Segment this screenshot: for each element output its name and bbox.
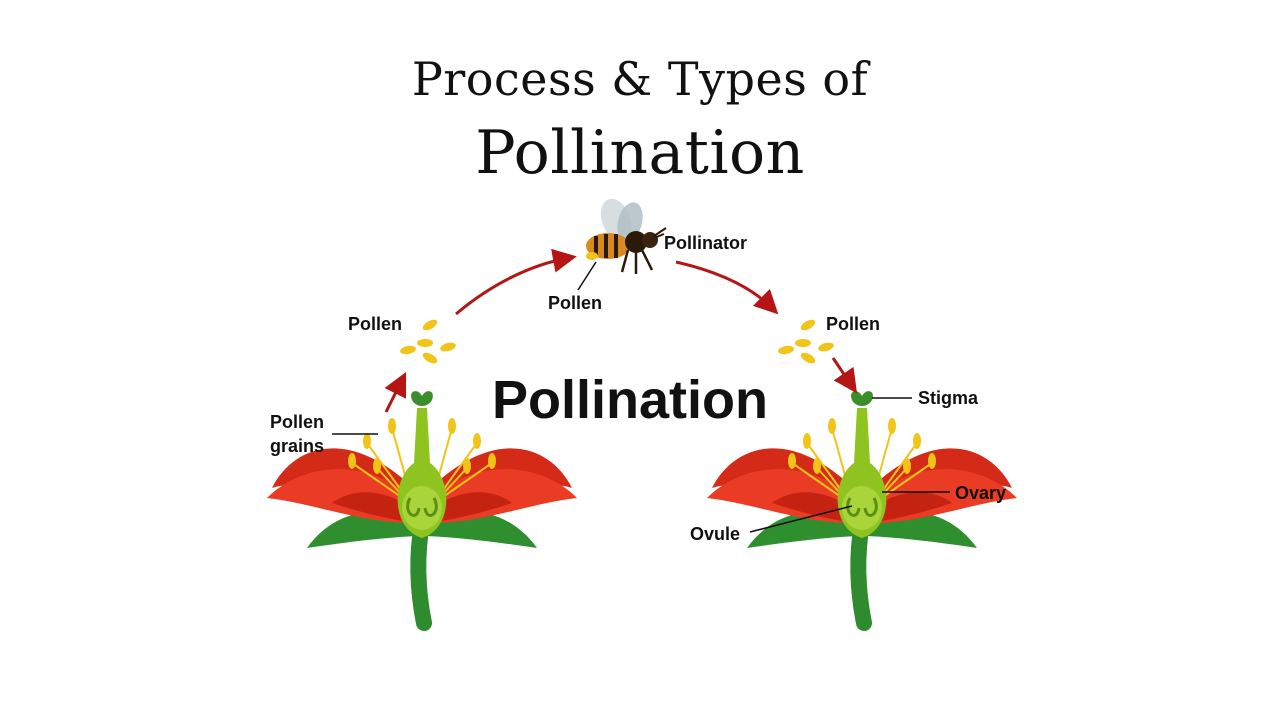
pollen-bee-leader	[577, 261, 597, 291]
label-pollen-bee: Pollen	[548, 293, 602, 313]
label-ovule: Ovule	[690, 524, 740, 544]
label-pollinator: Pollinator	[664, 233, 747, 253]
label-pollen-left: Pollen	[348, 314, 402, 334]
arrow-up-left	[384, 371, 407, 413]
center-label: Pollination	[492, 370, 768, 430]
label-pollen-right: Pollen	[826, 314, 880, 334]
label-pollen-grains-2: grains	[270, 436, 324, 456]
ovule-leader	[749, 505, 853, 533]
label-stigma: Stigma	[918, 388, 979, 408]
arrow-to-bee	[455, 248, 577, 316]
arrow-to-stigma	[831, 357, 858, 394]
pollen-cluster-left	[399, 317, 457, 366]
title-line-1: Process & Types of	[411, 52, 869, 106]
label-ovary: Ovary	[955, 483, 1006, 503]
arrow-from-bee	[675, 260, 779, 315]
label-pollen-grains-1: Pollen	[270, 412, 324, 432]
bee-icon	[586, 198, 667, 274]
title-line-2: Pollination	[475, 118, 805, 188]
